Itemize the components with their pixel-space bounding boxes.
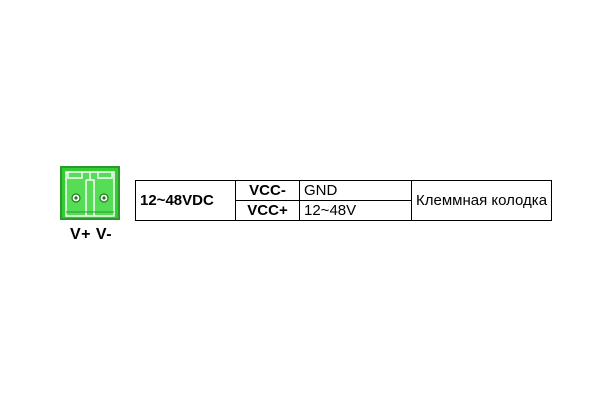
pin-name-cell: VCC+ (235, 200, 300, 221)
power-spec-table: 12~48VDC VCC- GND Клеммная колодка VCC+ … (135, 180, 553, 221)
connector-pin-labels: V+ V- (69, 226, 113, 243)
voltage-cell: 12~48VDC (135, 180, 236, 221)
table-row: VCC+ 12~48V (136, 200, 552, 221)
terminal-block-icon (60, 166, 120, 220)
pin-name-cell: VCC- (235, 180, 300, 201)
description-cell: Клеммная колодка (410, 180, 553, 221)
signal-cell: 12~48V (299, 200, 412, 221)
signal-cell: GND (299, 180, 412, 201)
table-row: 12~48VDC VCC- GND Клеммная колодка (135, 180, 553, 221)
